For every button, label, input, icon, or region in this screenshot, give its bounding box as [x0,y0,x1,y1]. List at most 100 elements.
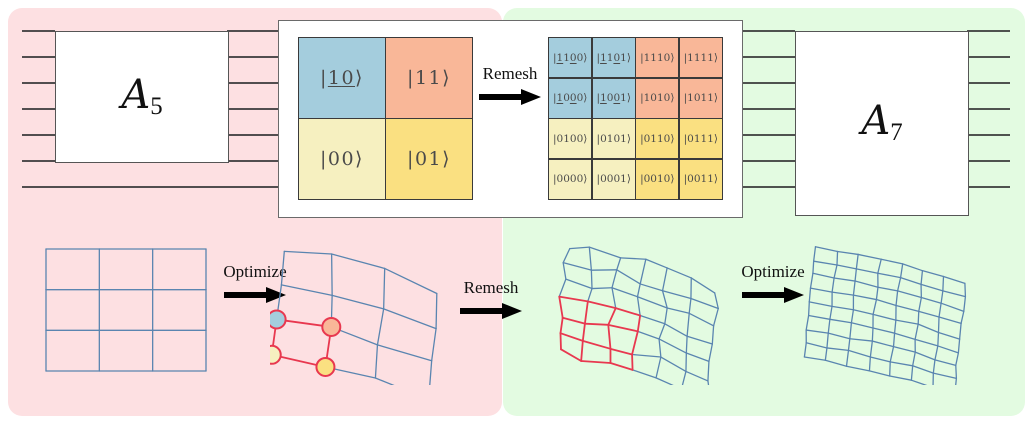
mesh-edge [611,287,639,298]
mesh-edge [658,338,687,354]
mesh-edge [562,262,567,280]
mesh-edge [283,250,333,255]
mesh-edge [558,278,567,298]
mesh-edge [918,296,923,313]
arrow-label-remesh-top: Remesh [482,64,538,83]
mesh-edge [805,314,810,331]
mesh-node-bottom-left[interactable] [270,344,282,365]
mesh-edge [565,278,593,290]
mesh-edge [937,331,940,347]
mesh-edge [917,323,940,334]
mesh-edge [805,329,829,334]
mesh-edge [636,296,668,309]
mesh-edge [889,346,895,363]
mesh-edge [331,294,385,310]
mesh-edge [813,260,838,266]
mesh-edge [827,318,831,334]
mesh-edge [559,332,584,342]
mesh-edge [631,353,662,358]
gate-box-a5[interactable]: A5 [55,31,229,163]
mesh-edge [942,290,967,298]
mesh-edge [376,344,433,362]
mesh-edge [616,257,622,271]
mesh-edge [429,360,433,385]
arrow-glyph [742,287,804,303]
mesh-edge [655,356,662,379]
mesh-edge [880,258,904,265]
mesh-edge [917,310,920,325]
mesh-edge [807,301,810,317]
mesh-node-bottom-right[interactable] [315,356,336,377]
mesh-edge [831,291,855,296]
mesh-edge [280,250,285,286]
mesh-node-top-left[interactable] [270,309,287,330]
mesh-edge [869,340,873,358]
mesh-edge [877,258,882,274]
mesh-edge [938,316,962,324]
mesh-edge [827,332,851,340]
mesh-edge [893,319,897,334]
mesh-edge [875,298,897,307]
mesh-edge [896,276,902,292]
mesh-edge [899,276,922,286]
mesh-edge [658,338,662,358]
mesh-edge [807,314,831,320]
arrow-glyph [479,89,541,105]
mesh-edge [664,307,668,325]
mesh-edge [631,369,657,379]
mesh-final [803,246,967,385]
mesh-edge [681,370,687,385]
arrow-remesh-2: Remesh [458,278,524,321]
mesh-edge [707,380,710,385]
mesh-edge [661,267,668,292]
mesh-edge [808,301,833,307]
mesh-edge [847,338,851,352]
mesh-edge [588,246,593,271]
mesh-edge [868,356,871,372]
mesh-edge [836,250,839,266]
mesh-edge [435,292,438,330]
mesh-edge [910,379,928,385]
mesh-edge [581,322,586,342]
mesh-edge [636,314,642,333]
mesh-edge [580,339,584,362]
mesh-edge [376,308,385,346]
mesh-edge [559,332,562,351]
mesh-edge [561,316,586,325]
mesh-edge [875,286,879,301]
mesh-edge [942,275,966,284]
mesh-edge [383,267,386,310]
mesh-edge [569,246,590,250]
mesh-edge [920,296,942,304]
arrow-label-optimize-2: Optimize [741,262,805,281]
mesh-edge [639,283,664,292]
mesh-node-top-right[interactable] [321,316,342,337]
gate-subscript-a5: 5 [150,92,163,120]
mesh-edge [614,307,642,317]
mesh-edge [611,269,618,289]
mesh-edge [814,246,839,253]
mesh-edge [330,253,333,297]
mesh-edge [803,356,826,361]
gate-symbol-a5: A [121,71,151,118]
mesh-edge [824,347,828,361]
mesh-edge [559,316,564,335]
mesh-edge [857,253,882,260]
gate-box-a7[interactable]: A7 [795,31,969,216]
mesh-edge [558,295,564,319]
mesh-edge [685,370,709,382]
mesh-edge [958,322,962,340]
mesh-edge [920,270,924,286]
mesh-edge [583,300,589,325]
gate-subscript-a7: 7 [890,119,903,147]
mesh-edge [591,287,613,290]
